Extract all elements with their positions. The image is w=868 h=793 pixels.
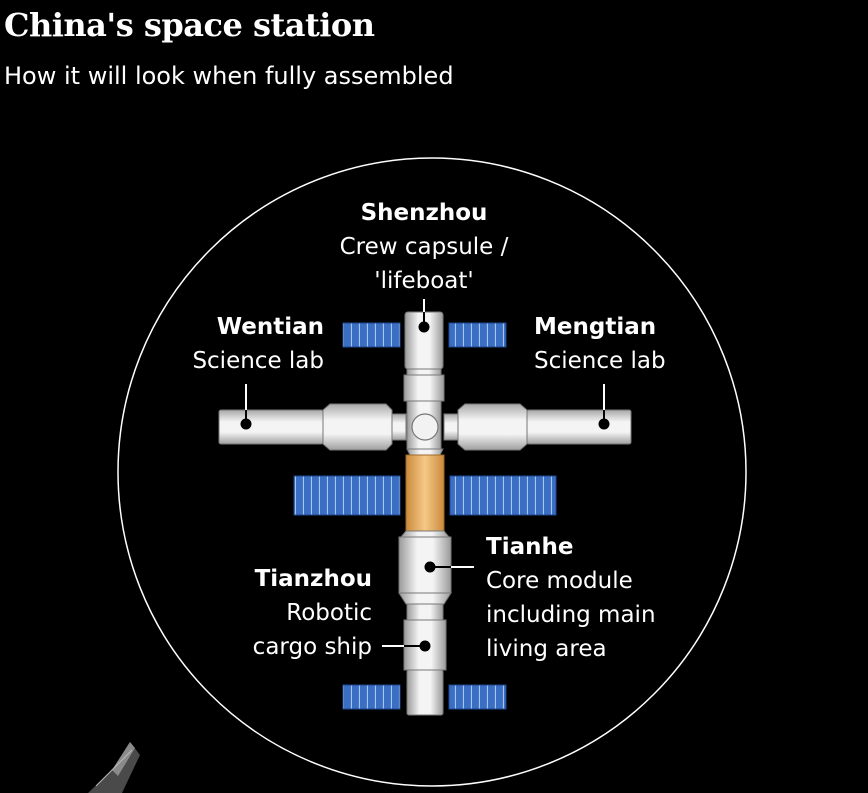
label-tianzhou-name: Tianzhou — [254, 566, 372, 592]
label-shenzhou-desc-2: 'lifeboat' — [374, 268, 474, 294]
solar-panel-shenzhou-right — [448, 322, 507, 348]
label-tianhe-desc-1: Core module — [486, 568, 633, 594]
label-tianhe-desc-3: living area — [486, 636, 607, 662]
label-tianzhou-desc-1: Robotic — [286, 600, 372, 626]
label-tianzhou-desc-2: cargo ship — [252, 634, 372, 660]
label-wentian: Wentian Science lab — [140, 310, 324, 378]
label-shenzhou-desc-1: Crew capsule / — [339, 234, 509, 260]
label-mengtian-name: Mengtian — [534, 314, 657, 340]
solar-panels — [293, 322, 557, 710]
diagram-subtitle: How it will look when fully assembled — [4, 62, 454, 90]
label-tianhe-desc-2: including main — [486, 602, 656, 628]
frame-circle — [117, 157, 747, 787]
label-tianhe: Tianhe Core module including main living… — [486, 530, 706, 666]
solar-panel-tianhe-right — [449, 475, 557, 516]
node-hub — [406, 400, 442, 450]
solar-panel-tianhe-left — [293, 475, 401, 516]
label-shenzhou: Shenzhou Crew capsule / 'lifeboat' — [314, 196, 534, 298]
tianhe-module — [398, 448, 452, 621]
shenzhou-module — [403, 311, 445, 402]
solar-panel-shenzhou-left — [342, 322, 401, 348]
label-wentian-desc: Science lab — [192, 348, 324, 374]
label-mengtian-desc: Science lab — [534, 348, 666, 374]
label-tianhe-name: Tianhe — [486, 534, 574, 560]
highlighted-section — [405, 454, 445, 538]
label-shenzhou-name: Shenzhou — [360, 200, 488, 226]
tianzhou-module — [403, 619, 447, 716]
label-tianzhou: Tianzhou Robotic cargo ship — [176, 562, 372, 664]
solar-panel-tianzhou-left — [342, 684, 401, 710]
label-mengtian: Mengtian Science lab — [534, 310, 734, 378]
solar-panel-tianzhou-right — [448, 684, 507, 710]
corner-satellite-graphic — [88, 742, 140, 793]
label-wentian-name: Wentian — [216, 314, 324, 340]
diagram-title: China's space station — [4, 6, 375, 44]
